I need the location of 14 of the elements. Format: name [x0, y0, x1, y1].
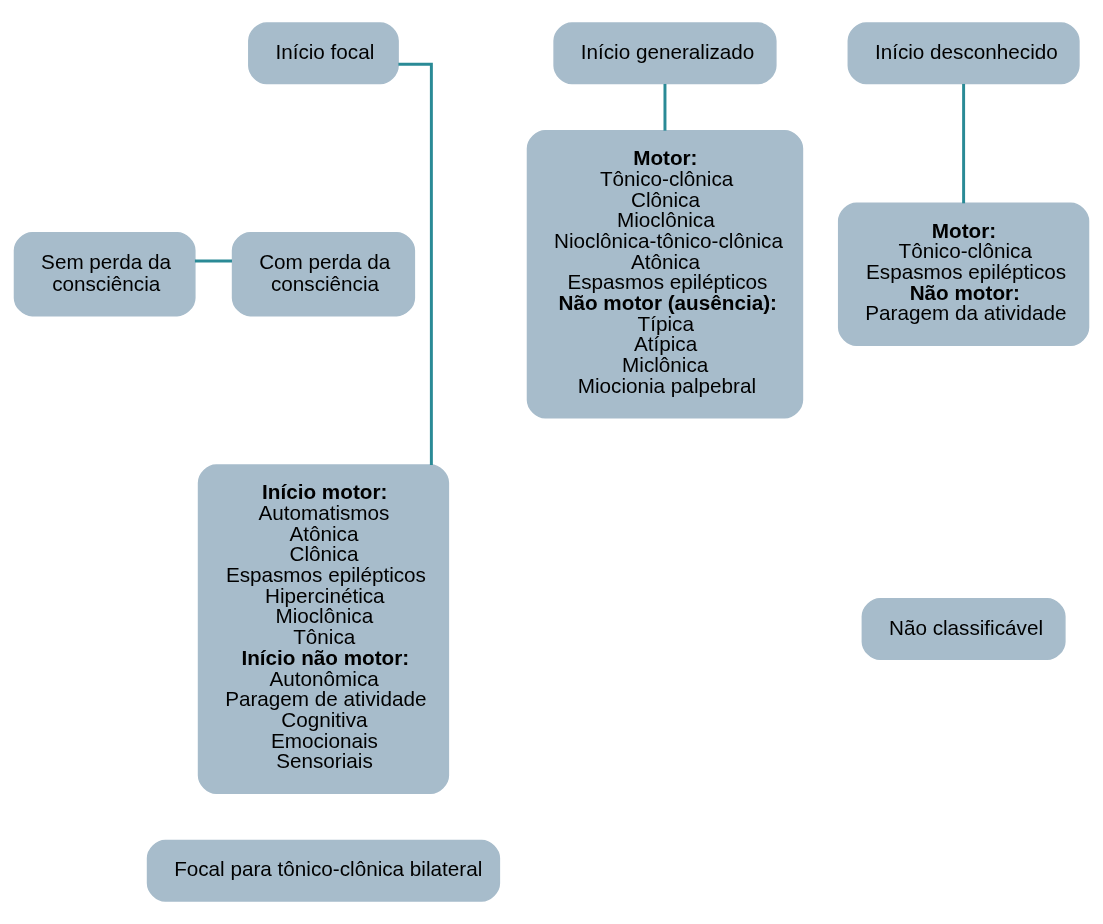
- connector: [194, 259, 232, 263]
- node-box: Sem perda da consciência: [13, 232, 196, 317]
- node-box: Focal para tônico-clônica bilateral: [146, 839, 501, 902]
- node-box: Início generalizado: [553, 22, 777, 85]
- node-box: Motor: Tônico-clônica Espasmos epilépticos Não motor: Paragem da atividade: [837, 202, 1090, 346]
- node-box: Com perda da consciência: [231, 232, 416, 317]
- connector: [663, 83, 667, 131]
- node-box: Não classificável: [861, 598, 1066, 661]
- node-box: Início focal: [248, 22, 399, 85]
- node-box: Início desconhecido: [847, 22, 1080, 85]
- node-box: Motor: Tônico-clônica Clônica Mioclônica Nioclônica-tônico-clônica Atônica Espasmos epilépticos Não motor (ausência): Típica Atípica Miclônica Miocionia palpebral: [526, 130, 804, 419]
- connector: [962, 83, 966, 204]
- node-box: Início motor: Automatismos Atônica Clônica Espasmos epilépticos Hipercinética Mioclônica Tônica Início não motor: Autonômica Paragem de atividade Cognitiva Emocionais Sensoriais: [197, 464, 450, 794]
- connector: [398, 62, 433, 465]
